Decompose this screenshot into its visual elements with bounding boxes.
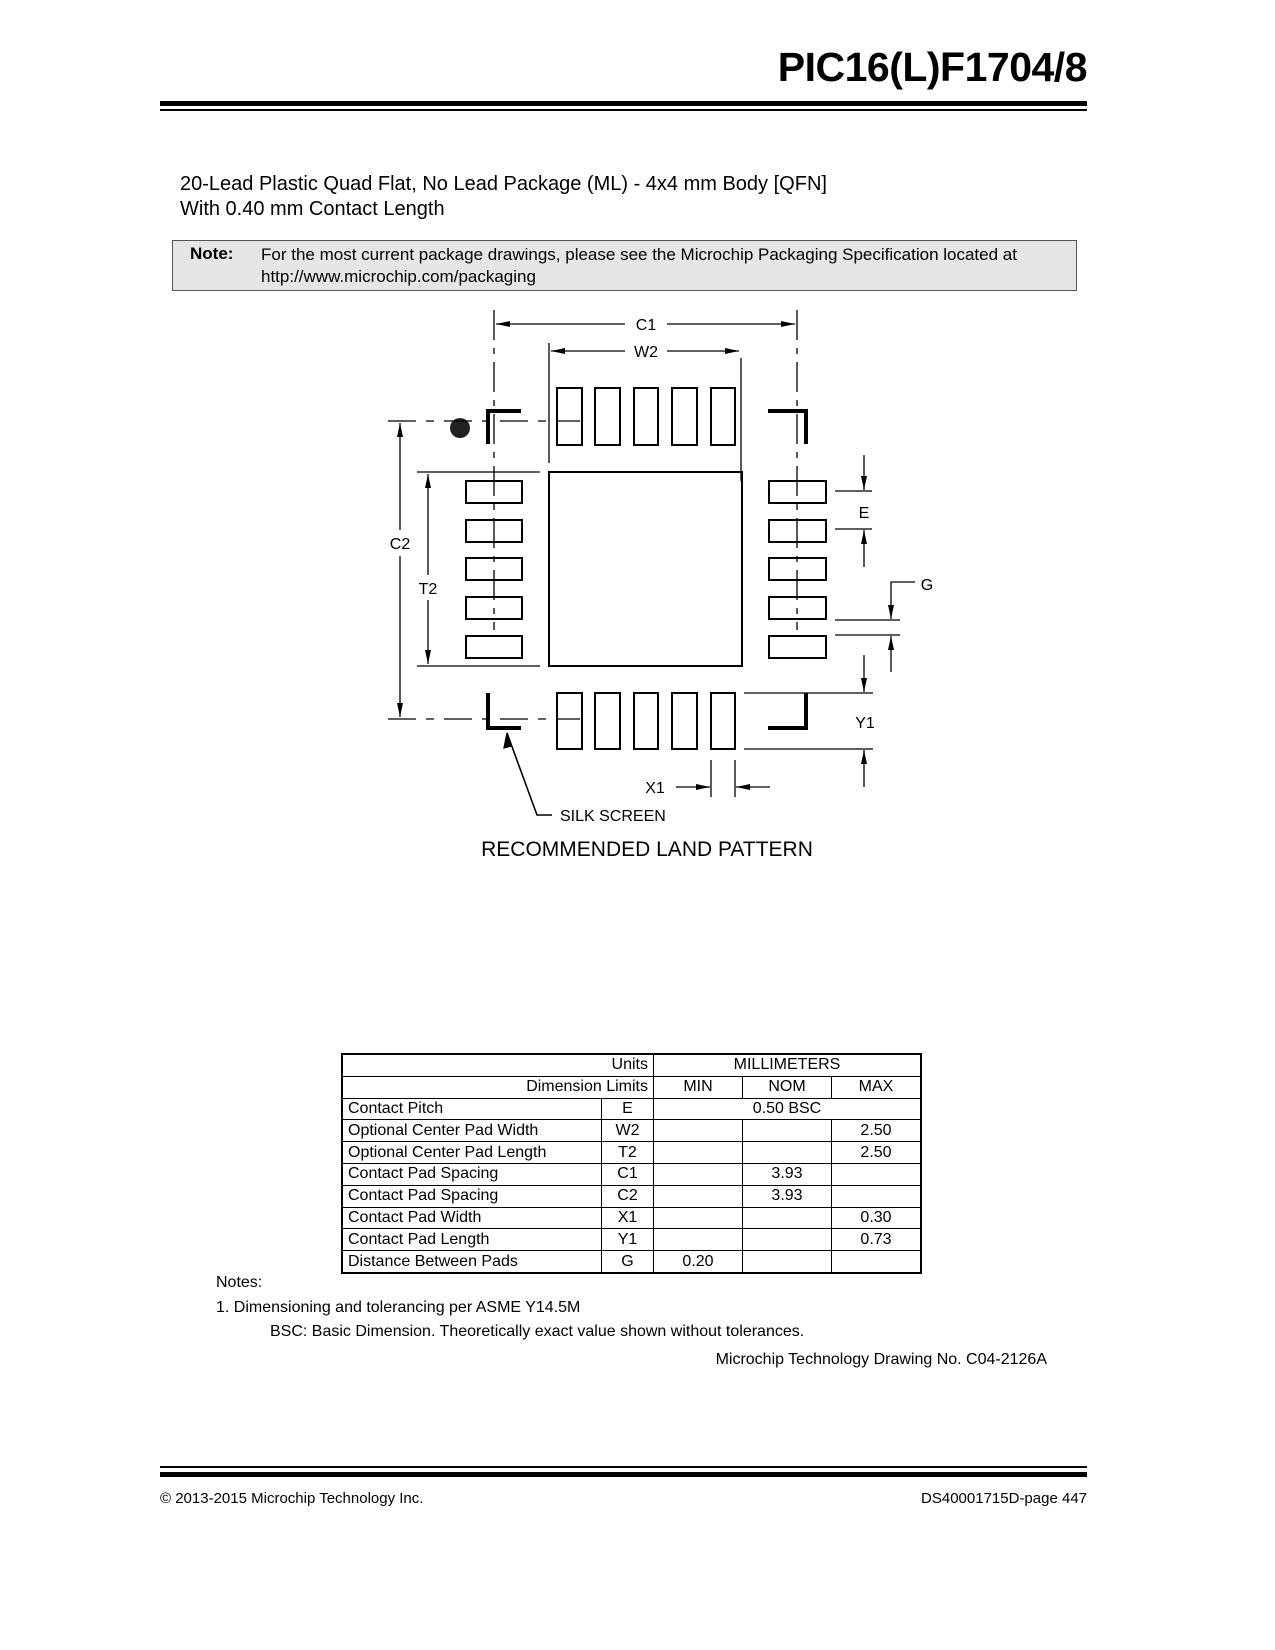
dim-name: Contact Pad Width: [341, 1206, 602, 1230]
footer-doc-number: DS40001715D-page 447: [921, 1490, 1087, 1507]
dim-min: [653, 1228, 743, 1252]
dim-nom: 3.93: [742, 1162, 832, 1186]
footer-rule: [160, 1472, 1087, 1477]
label-c1: C1: [636, 317, 657, 334]
dim-nom: [742, 1206, 832, 1230]
silk-screen-corners: [486, 409, 808, 730]
note-link[interactable]: http://www.microchip.com/packaging: [261, 267, 536, 286]
dim-symbol: X1: [601, 1206, 654, 1230]
dim-min: [653, 1162, 743, 1186]
dim-symbol: C2: [601, 1184, 654, 1208]
dim-name: Optional Center Pad Width: [341, 1119, 602, 1143]
dim-max: 2.50: [831, 1119, 922, 1143]
note-text: For the most current package drawings, p…: [261, 244, 1017, 288]
dim-symbol: Y1: [601, 1228, 654, 1252]
dim-nom: [742, 1228, 832, 1252]
dim-nom: 3.93: [742, 1184, 832, 1208]
dim-max: [831, 1162, 922, 1186]
dim-symbol: W2: [601, 1119, 654, 1143]
label-x1: X1: [645, 780, 665, 797]
label-silk-screen: SILK SCREEN: [560, 808, 666, 825]
dim-nom: [742, 1119, 832, 1143]
dim-name: Contact Pad Length: [341, 1228, 602, 1252]
label-e: E: [859, 505, 870, 522]
dim-symbol: E: [601, 1097, 654, 1121]
dim-min: [653, 1141, 743, 1164]
label-c2: C2: [390, 536, 411, 553]
note-text-line1: For the most current package drawings, p…: [261, 245, 1017, 264]
dim-name: Distance Between Pads: [341, 1250, 602, 1274]
label-g: G: [921, 577, 933, 594]
package-title: 20-Lead Plastic Quad Flat, No Lead Packa…: [180, 173, 827, 195]
dim-min: [653, 1119, 743, 1143]
page-header-title: PIC16(L)F1704/8: [777, 44, 1088, 90]
pads: [465, 387, 827, 750]
dim-max: 2.50: [831, 1141, 922, 1164]
dim-symbol: T2: [601, 1141, 654, 1164]
bottom-pads: [556, 692, 736, 750]
dim-symbol: C1: [601, 1162, 654, 1186]
label-t2: T2: [419, 581, 438, 598]
note-label: Note:: [190, 244, 234, 263]
note-bsc: BSC: Basic Dimension. Theoretically exac…: [270, 1323, 805, 1340]
label-w2: W2: [634, 344, 658, 361]
drawing-number: Microchip Technology Drawing No. C04-212…: [715, 1351, 1047, 1368]
units-value: MILLIMETERS: [653, 1053, 922, 1077]
limits-label: Dimension Limits: [341, 1075, 654, 1099]
center-pad: [548, 471, 743, 667]
dim-min: [653, 1184, 743, 1208]
dim-symbol: G: [601, 1250, 654, 1274]
footer-copyright: © 2013-2015 Microchip Technology Inc.: [160, 1490, 424, 1507]
top-pads: [556, 387, 736, 446]
note-item-1: 1. Dimensioning and tolerancing per ASME…: [216, 1299, 581, 1316]
dim-value: 0.50 BSC: [653, 1097, 922, 1121]
drawing-caption: RECOMMENDED LAND PATTERN: [481, 838, 813, 861]
col-min: MIN: [653, 1075, 743, 1099]
note-box: Note: For the most current package drawi…: [172, 240, 1077, 291]
dim-name: Contact Pitch: [341, 1097, 602, 1121]
dim-nom: [742, 1250, 832, 1274]
footer-rule-thin: [160, 1466, 1087, 1468]
dim-max: 0.30: [831, 1206, 922, 1230]
pin1-dot: [450, 418, 470, 438]
dim-max: [831, 1250, 922, 1274]
notes-heading: Notes:: [216, 1274, 263, 1291]
dim-max: 0.73: [831, 1228, 922, 1252]
dim-nom: [742, 1141, 832, 1164]
dim-name: Contact Pad Spacing: [341, 1184, 602, 1208]
dim-name: Optional Center Pad Length: [341, 1141, 602, 1164]
units-label: Units: [341, 1053, 654, 1077]
label-y1: Y1: [855, 715, 875, 732]
dim-min: 0.20: [653, 1250, 743, 1274]
col-max: MAX: [831, 1075, 922, 1099]
dim-min: [653, 1206, 743, 1230]
col-nom: NOM: [742, 1075, 832, 1099]
dim-name: Contact Pad Spacing: [341, 1162, 602, 1186]
dim-max: [831, 1184, 922, 1208]
dimension-lines: [388, 310, 915, 816]
header-rule: [160, 101, 1087, 106]
header-rule-thin: [160, 109, 1087, 111]
package-subtitle: With 0.40 mm Contact Length: [180, 198, 445, 220]
